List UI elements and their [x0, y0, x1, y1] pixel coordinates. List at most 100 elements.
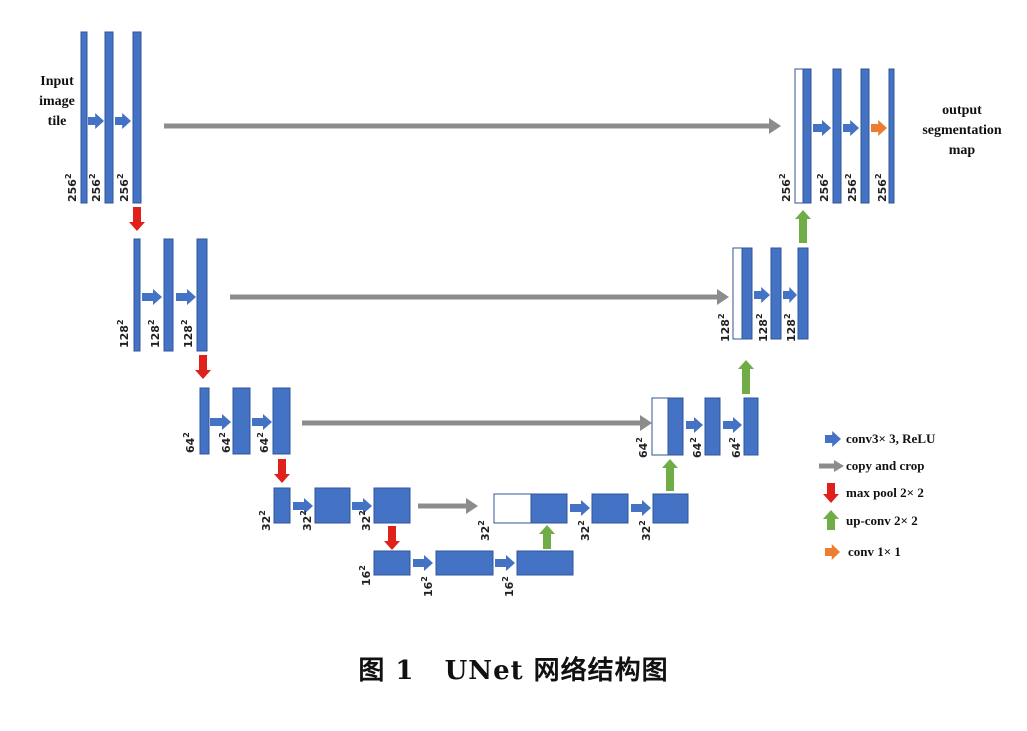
feature-map-block: [133, 238, 141, 352]
dimension-label: 1282: [116, 319, 131, 348]
legend-pool-icon: [823, 483, 839, 503]
feature-map-block: [272, 387, 291, 455]
conv-arrow: [293, 498, 313, 514]
input-label: tile: [48, 114, 67, 129]
conv-1x1-arrow: [871, 120, 887, 136]
legend-conv1-text: conv 1× 1: [848, 544, 901, 559]
feature-map-block: [273, 487, 291, 524]
conv-arrow: [843, 120, 859, 136]
feature-map-block: [373, 550, 411, 576]
feature-map-block: [196, 238, 208, 352]
figure-caption: 图 1 UNet 网络结构图: [0, 650, 1027, 687]
conv-arrow: [88, 113, 104, 129]
copy-crop-arrowhead: [466, 498, 478, 514]
up-conv-arrow: [539, 525, 555, 549]
conv-arrow: [495, 555, 515, 571]
dimension-label: 2562: [844, 173, 859, 202]
feature-map-block: [743, 397, 759, 456]
input-label: image: [39, 94, 75, 109]
legend-conv-icon: [825, 431, 841, 447]
conv-arrow: [413, 555, 433, 571]
dimension-label: 322: [477, 520, 492, 541]
dimension-label: 322: [258, 510, 273, 531]
conv-arrow: [176, 289, 196, 305]
output-label: output: [942, 103, 982, 118]
copy-crop-arrowhead: [717, 289, 729, 305]
dimension-label: 1282: [755, 313, 770, 342]
max-pool-arrow: [129, 207, 145, 231]
dimension-label: 1282: [783, 313, 798, 342]
dimension-label: 1282: [717, 313, 732, 342]
conv-arrow: [252, 414, 272, 430]
conv-arrow: [723, 417, 742, 433]
feature-map-block: [516, 550, 574, 576]
feature-map-block: [80, 31, 88, 204]
copy-crop-arrowhead: [769, 118, 781, 134]
feature-map-block: [104, 31, 114, 204]
feature-map-block: [741, 247, 753, 340]
feature-map-block: [652, 493, 689, 524]
feature-map-block: [770, 247, 782, 340]
dimension-label: 162: [358, 565, 373, 586]
dimension-label: 2562: [64, 173, 79, 202]
legend-upconv-icon: [823, 510, 839, 530]
conv-arrow: [631, 500, 651, 516]
feature-map-block: [704, 397, 721, 456]
dimension-label: 642: [182, 432, 197, 453]
conv-arrow: [210, 414, 231, 430]
feature-map-block: [314, 487, 351, 524]
legend-copy-icon-head: [834, 460, 844, 472]
conv-arrow: [813, 120, 831, 136]
conv-arrow: [142, 289, 162, 305]
dimension-label: 2562: [116, 173, 131, 202]
legend-conv1-icon: [825, 544, 840, 560]
feature-map-block: [860, 68, 870, 204]
max-pool-arrow: [195, 355, 211, 379]
up-conv-arrow: [738, 360, 754, 394]
max-pool-arrow: [274, 459, 290, 483]
feature-map-block: [132, 31, 142, 204]
dimension-label: 2562: [874, 173, 889, 202]
feature-map-block: [530, 493, 568, 524]
feature-map-block: [802, 68, 812, 204]
legend-upconv-text: up-conv 2× 2: [846, 513, 918, 528]
dimension-label: 2562: [778, 173, 793, 202]
max-pool-arrow: [384, 526, 400, 550]
input-label: Input: [40, 74, 74, 89]
dimension-label: 642: [635, 437, 650, 458]
dimension-label: 2562: [816, 173, 831, 202]
conv-arrow: [570, 500, 590, 516]
dimension-label: 162: [420, 576, 435, 597]
figure-title: UNet 网络结构图: [444, 656, 669, 686]
up-conv-arrow: [662, 459, 678, 491]
feature-map-block: [888, 68, 895, 204]
feature-map-block: [373, 487, 411, 524]
dimension-label: 322: [638, 520, 653, 541]
cropped-copy-block: [794, 68, 804, 204]
legend-conv-text: conv3× 3, ReLU: [846, 431, 936, 446]
dimension-label: 642: [218, 432, 233, 453]
up-conv-arrow: [795, 210, 811, 243]
legend-pool-text: max pool 2× 2: [846, 485, 924, 500]
conv-arrow: [686, 417, 703, 433]
dimension-label: 322: [299, 510, 314, 531]
feature-map-block: [163, 238, 174, 352]
figure-number: 图 1: [358, 656, 415, 686]
dimension-label: 2562: [88, 173, 103, 202]
dimension-label: 642: [728, 437, 743, 458]
dimension-label: 322: [358, 510, 373, 531]
output-label: segmentation: [922, 123, 1002, 138]
feature-map-block: [435, 550, 494, 576]
dimension-label: 642: [689, 437, 704, 458]
conv-arrow: [115, 113, 131, 129]
dimension-label: 1282: [147, 319, 162, 348]
unet-diagram: 2562 2562 2562 1282 1282 1282 642 642 642 322 322 3…: [39, 31, 1002, 597]
cropped-copy-block: [651, 397, 669, 456]
dimension-label: 1282: [180, 319, 195, 348]
conv-arrow: [352, 498, 372, 514]
feature-map-block: [591, 493, 629, 524]
dimension-label: 162: [501, 576, 516, 597]
output-label: map: [949, 143, 976, 158]
copy-crop-arrowhead: [640, 415, 652, 431]
legend-copy-text: copy and crop: [846, 458, 925, 473]
